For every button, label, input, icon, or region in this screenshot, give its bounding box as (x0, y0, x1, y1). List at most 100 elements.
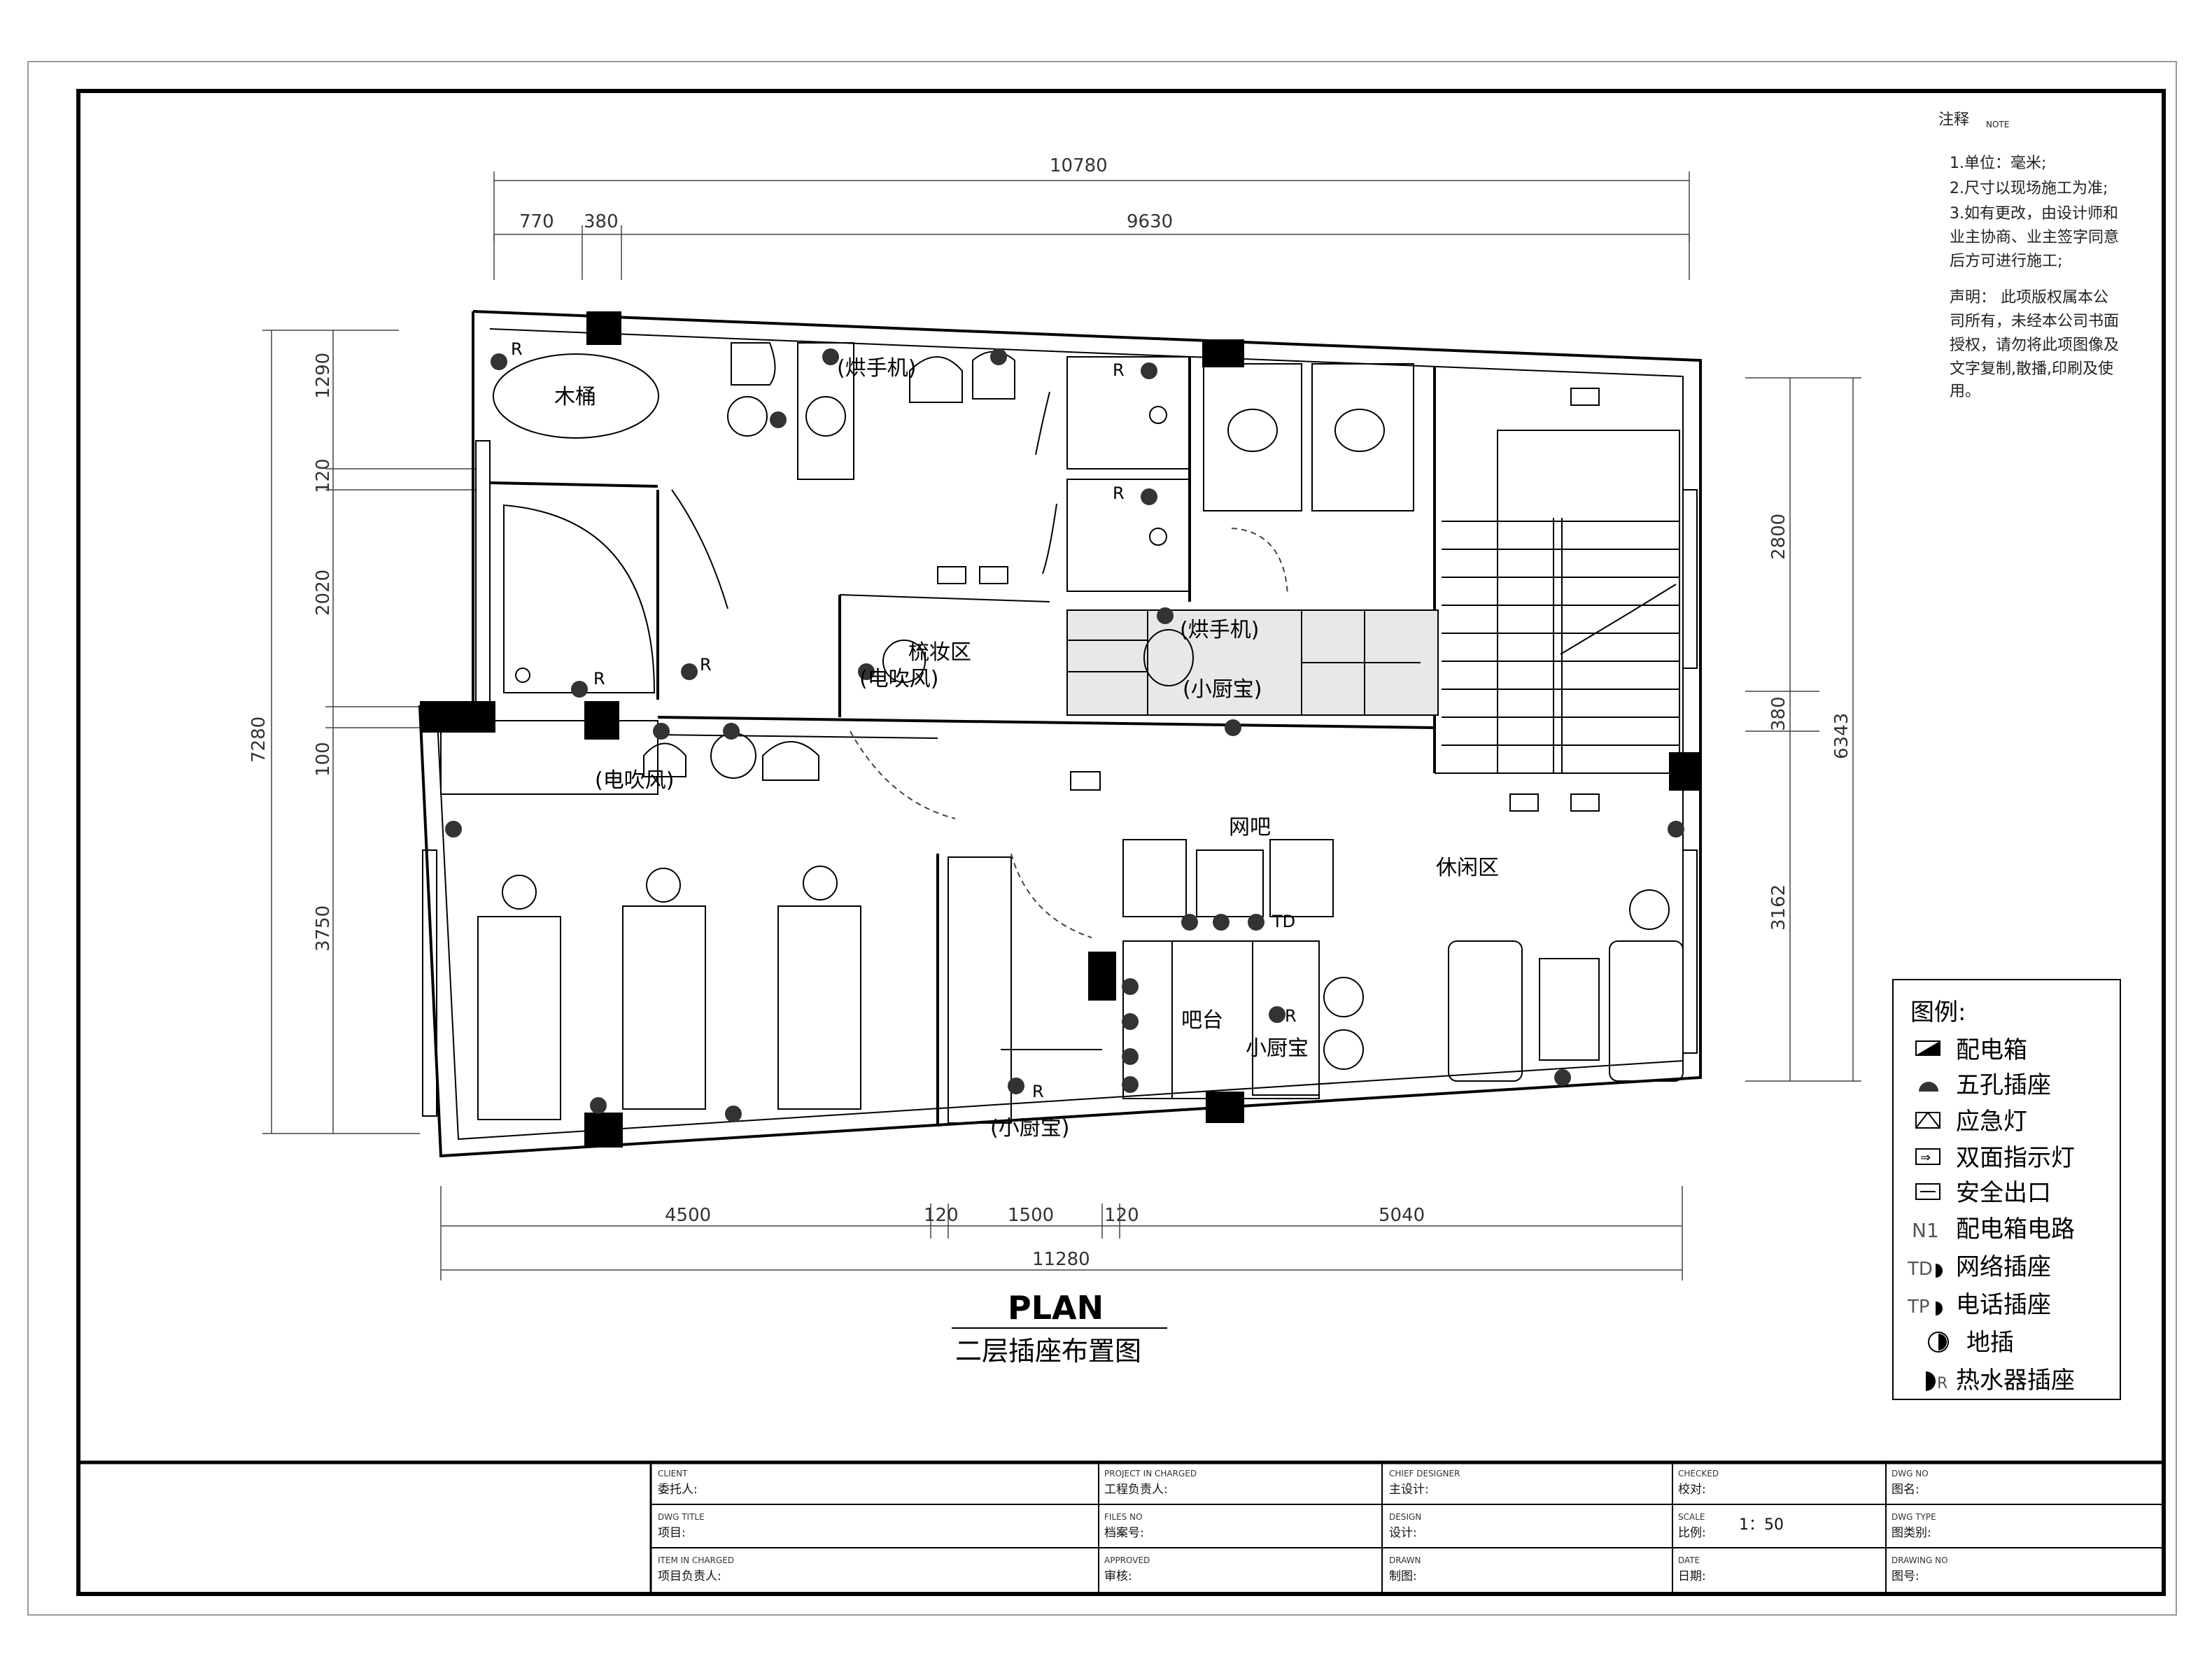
dim-left-3: 2020 (313, 570, 334, 616)
label-td: TD (1271, 912, 1295, 931)
drawing-title: PLAN 二层插座布置图 (952, 1289, 1167, 1367)
note-line: 业主协商、业主签字同意 (1950, 229, 2119, 246)
dim-left-1: 1290 (313, 353, 334, 399)
tb-label-cn: 日期: (1678, 1569, 1706, 1583)
label-hair-dryer: (电吹风) (595, 768, 674, 793)
dim-right-3: 3162 (1768, 884, 1789, 931)
five-hole-socket-icon (1141, 488, 1157, 505)
outer-border (27, 61, 2177, 1616)
five-hole-socket-icon (1157, 607, 1174, 624)
legend-label: 双面指示灯 (1956, 1144, 2075, 1172)
panel-box-icon (584, 1113, 623, 1148)
dim-right-total: 6343 (1831, 713, 1852, 759)
legend-label: 五孔插座 (1956, 1071, 2051, 1099)
water-heater-socket-icon (1926, 1371, 1936, 1391)
five-hole-socket-icon (822, 348, 839, 365)
fixtures (477, 342, 1684, 1120)
five-hole-socket-icon (725, 1106, 742, 1122)
legend-symbol: TD (1907, 1259, 1933, 1280)
label-hand-dryer: (烘手机) (1180, 618, 1259, 642)
five-hole-socket-icon (1668, 821, 1684, 838)
emergency-light-icon (979, 566, 1008, 584)
dim-right-2: 380 (1768, 696, 1789, 731)
note-line: 3.如有更改，由设计师和 (1950, 205, 2118, 223)
dim-bottom-a: 4500 (665, 1205, 711, 1226)
double-sign-light-icon (1070, 771, 1101, 791)
tb-label-cn: 设计: (1389, 1526, 1417, 1540)
panel-boxes (420, 311, 1700, 1148)
tb-scale-value: 1：50 (1739, 1516, 1784, 1534)
dim-left-5: 3750 (313, 905, 334, 952)
stair (1442, 430, 1680, 774)
top-dimensions: 10780 770 380 9630 (493, 155, 1690, 280)
label-socket-r: R (1113, 483, 1125, 503)
legend-label: 配电箱 (1956, 1036, 2027, 1064)
statement-line: 声明： 此项版权属本公 (1950, 289, 2108, 306)
note-line: 1.单位：毫米; (1950, 155, 2046, 172)
floor-socket-icon (1928, 1332, 1949, 1353)
note-line: 后方可进行施工; (1950, 253, 2062, 270)
legend-r-mark: R (1937, 1375, 1947, 1392)
tb-label-en: PROJECT IN CHARGED (1104, 1469, 1197, 1478)
tb-label-cn: 图类别: (1891, 1526, 1931, 1540)
five-hole-socket-icon (1122, 1076, 1139, 1093)
tb-label-en: DRAWN (1389, 1555, 1421, 1565)
five-hole-socket-icon (1122, 978, 1139, 995)
tb-label-en: FILES NO (1104, 1512, 1143, 1522)
five-hole-socket-icon (1141, 362, 1157, 379)
legend-symbol: N1 (1912, 1219, 1939, 1242)
label-socket-r: R (593, 669, 605, 689)
dim-top-c: 9630 (1127, 211, 1173, 232)
notes-header: 注释 (1938, 111, 1969, 129)
label-bar: 吧台 (1181, 1008, 1223, 1033)
label-bathtub: 木桶 (554, 385, 596, 409)
tb-label-en: DWG NO (1891, 1469, 1929, 1478)
tb-label-cn: 图名: (1891, 1483, 1919, 1497)
bottom-dimensions: 4500 120 1500 120 5040 11280 (440, 1186, 1683, 1280)
emergency-light-icon (1570, 793, 1600, 812)
tb-label-cn: 委托人: (658, 1483, 698, 1497)
tb-label-en: SCALE (1678, 1512, 1705, 1522)
legend-label: 网络插座 (1956, 1253, 2051, 1281)
label-lounge: 休闲区 (1436, 856, 1499, 880)
signs (937, 388, 1600, 812)
exit-sign-icon (1915, 1183, 1940, 1200)
legend-title: 图例: (1910, 998, 1966, 1026)
dim-bottom-b: 120 (924, 1205, 959, 1226)
five-hole-socket-icon (1008, 1078, 1024, 1094)
five-hole-socket-icon (1919, 1082, 1938, 1092)
five-hole-socket-icon (723, 723, 740, 740)
five-hole-socket-icon (770, 411, 787, 428)
exit-sign-icon (1509, 793, 1539, 812)
tb-label-en: ITEM IN CHARGED (658, 1555, 734, 1565)
label-mini-boiler: (小厨宝) (990, 1116, 1069, 1141)
tb-label-en: DRAWING NO (1891, 1555, 1948, 1565)
dim-left-4: 100 (313, 742, 334, 777)
tb-label-cn: 校对: (1678, 1483, 1706, 1497)
tb-label-en: CLIENT (658, 1469, 688, 1478)
dim-right-1: 2800 (1768, 514, 1789, 560)
tb-label-en: DESIGN (1389, 1512, 1421, 1522)
legend-label: 电话插座 (1956, 1291, 2051, 1319)
svg-text:⇒: ⇒ (1920, 1150, 1931, 1165)
floor-plan (418, 310, 1702, 1158)
sockets (445, 348, 1684, 1122)
double-sign-light-icon (1915, 1148, 1940, 1165)
dim-bottom-total: 11280 (1032, 1249, 1090, 1270)
tb-label-cn: 项目负责人: (658, 1569, 721, 1583)
tb-label-en: DWG TYPE (1891, 1512, 1936, 1522)
legend-label: 热水器插座 (1956, 1367, 2075, 1395)
panel-box-icon (420, 701, 495, 733)
label-hair-dryer: (电吹风) (859, 667, 938, 691)
tb-label-cn: 审核: (1104, 1569, 1132, 1583)
tb-label-cn: 档案号: (1104, 1526, 1144, 1540)
five-hole-socket-icon (1181, 914, 1198, 931)
subtitle: 二层插座布置图 (955, 1336, 1141, 1367)
tb-label-en: DWG TITLE (658, 1512, 705, 1522)
five-hole-socket-icon (571, 681, 588, 698)
statement-line: 文字复制,散播,印刷及使 (1950, 360, 2113, 378)
panel-box-icon (586, 311, 621, 345)
panel-box-icon (1088, 952, 1116, 1001)
tb-label-cn: 制图: (1389, 1569, 1417, 1583)
